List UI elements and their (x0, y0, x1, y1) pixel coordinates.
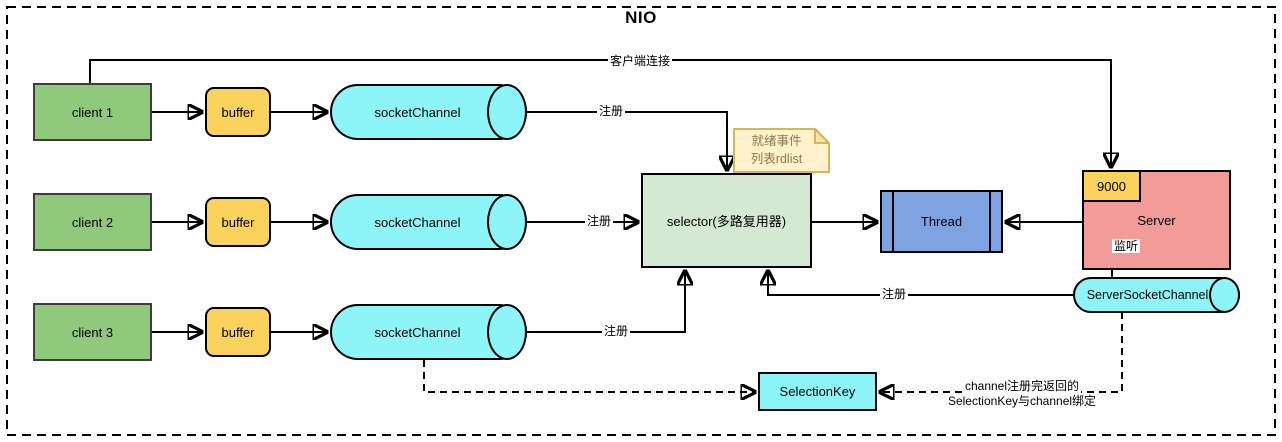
buffer-1-box: buffer (205, 87, 271, 137)
socket-channel-3-cylinder: socketChannel (330, 304, 527, 360)
client-3-box: client 3 (33, 303, 152, 361)
client-1-box: client 1 (33, 83, 152, 141)
cylinder-cap (487, 304, 527, 360)
client-1-label: client 1 (71, 104, 114, 120)
socket-channel-2-label: socketChannel (374, 214, 461, 230)
buffer-1-label: buffer (221, 104, 255, 120)
server-socket-channel-cylinder: ServerSocketChannel (1073, 277, 1240, 313)
note-text-line2: 列表rdlist (750, 152, 803, 166)
edge-channel3-selectionkey (423, 360, 754, 392)
cylinder-cap (487, 194, 527, 250)
selection-key-annotation-line2: SelectionKey与channel绑定 (945, 394, 1099, 408)
buffer-3-box: buffer (205, 307, 271, 357)
thread-box: Thread (880, 190, 1003, 253)
client-2-box: client 2 (33, 193, 152, 251)
edge-label-listen: 监听 (1111, 239, 1141, 253)
selection-key-box: SelectionKey (758, 372, 877, 411)
selection-key-label: SelectionKey (779, 384, 856, 399)
selector-box: selector(多路复用器) (641, 173, 812, 268)
edge-label-register-1: 注册 (596, 104, 626, 118)
edge-label-client-connection: 客户端连接 (607, 54, 673, 68)
server-socket-channel-label: ServerSocketChannel (1086, 288, 1209, 302)
server-label: Server (1137, 212, 1176, 228)
edge-channel1-selector (527, 111, 727, 169)
buffer-2-box: buffer (205, 197, 271, 247)
edge-label-register-serversocketchannel: 注册 (879, 287, 909, 301)
server-port-label: 9000 (1097, 178, 1126, 194)
edge-serversocketchannel-selector (768, 272, 1073, 296)
thread-label: Thread (920, 214, 963, 229)
ready-event-note: 就绪事件 列表rdlist (733, 128, 830, 173)
socket-channel-1-label: socketChannel (374, 104, 461, 120)
note-text: 就绪事件 列表rdlist (733, 132, 820, 168)
buffer-2-label: buffer (221, 214, 255, 230)
socket-channel-1-cylinder: socketChannel (330, 84, 527, 140)
note-text-line1: 就绪事件 (751, 134, 802, 148)
client-2-label: client 2 (71, 214, 114, 230)
selector-label: selector(多路复用器) (666, 214, 787, 229)
client-3-label: client 3 (71, 324, 114, 340)
socket-channel-3-label: socketChannel (374, 324, 461, 340)
edge-channel3-selector (527, 272, 685, 333)
socket-channel-2-cylinder: socketChannel (330, 194, 527, 250)
server-port-box: 9000 (1082, 170, 1141, 202)
edge-label-register-3: 注册 (601, 324, 631, 338)
cylinder-cap (487, 84, 527, 140)
diagram-title: NIO (625, 8, 657, 27)
server-box: 9000 Server (1082, 170, 1231, 270)
buffer-3-label: buffer (221, 324, 255, 340)
edge-label-register-2: 注册 (584, 214, 614, 228)
selection-key-annotation-line1: channel注册完返回的 (962, 379, 1082, 393)
cylinder-cap (1209, 277, 1240, 313)
